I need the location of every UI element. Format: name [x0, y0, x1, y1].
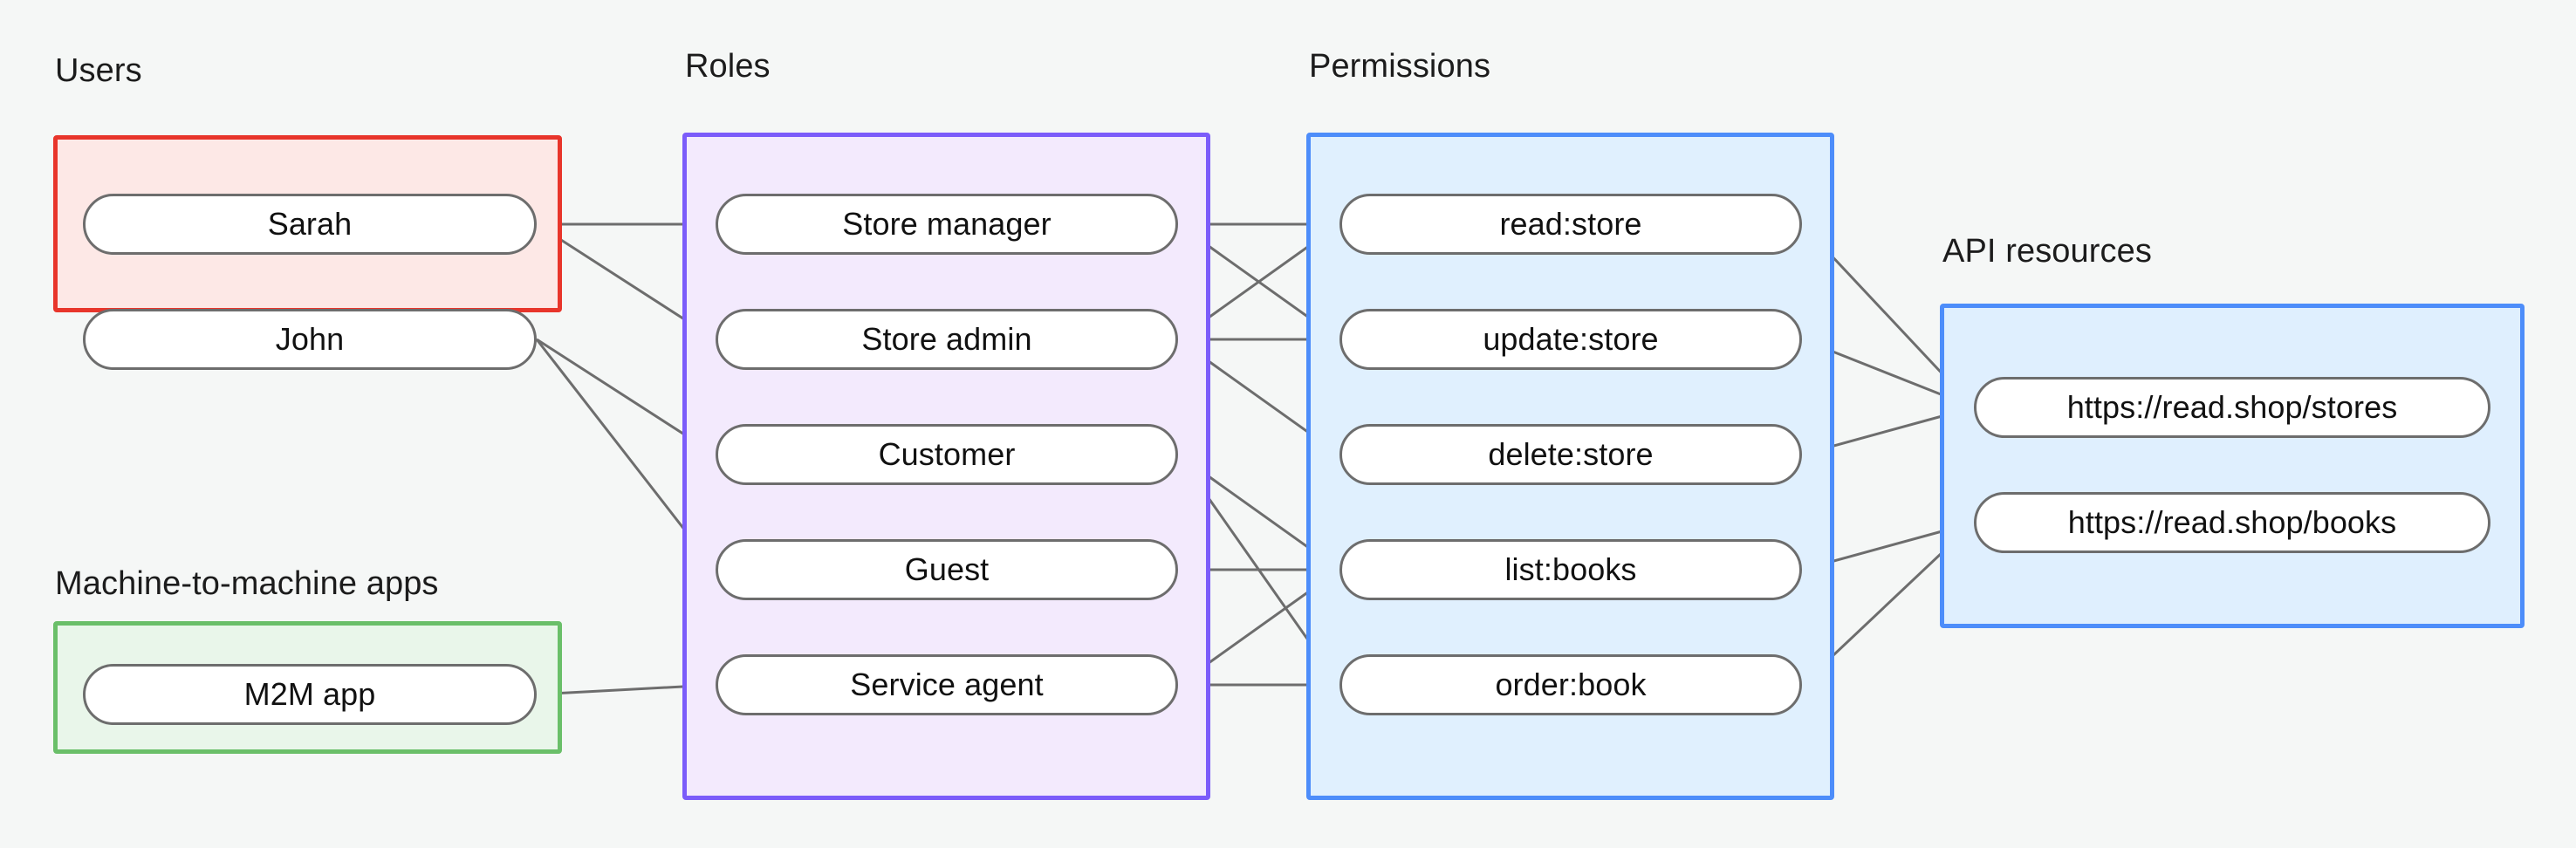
node-label-customer: Customer	[878, 436, 1016, 472]
node-customer[interactable]: Customer	[716, 424, 1178, 485]
group-title-permissions: Permissions	[1309, 48, 1491, 85]
node-label-read_store: read:store	[1499, 206, 1642, 242]
node-res_books[interactable]: https://read.shop/books	[1974, 492, 2490, 553]
node-store_manager[interactable]: Store manager	[716, 194, 1178, 255]
node-guest[interactable]: Guest	[716, 539, 1178, 600]
node-list_books[interactable]: list:books	[1339, 539, 1802, 600]
group-title-roles: Roles	[685, 48, 771, 85]
node-label-res_stores: https://read.shop/stores	[2066, 389, 2398, 425]
node-sarah[interactable]: Sarah	[83, 194, 537, 255]
group-box-api_resources	[1940, 304, 2525, 628]
node-store_admin[interactable]: Store admin	[716, 309, 1178, 370]
node-service_agent[interactable]: Service agent	[716, 654, 1178, 715]
node-label-john: John	[275, 321, 345, 357]
node-label-store_admin: Store admin	[861, 321, 1032, 357]
node-label-order_book: order:book	[1495, 667, 1647, 702]
node-label-res_books: https://read.shop/books	[2067, 504, 2397, 540]
node-label-update_store: update:store	[1483, 321, 1659, 357]
node-label-sarah: Sarah	[267, 206, 353, 242]
node-label-store_manager: Store manager	[842, 206, 1052, 242]
node-delete_store[interactable]: delete:store	[1339, 424, 1802, 485]
group-title-api_resources: API resources	[1942, 233, 2152, 270]
node-label-guest: Guest	[904, 551, 990, 587]
node-m2mapp[interactable]: M2M app	[83, 664, 537, 725]
node-label-delete_store: delete:store	[1488, 436, 1654, 472]
group-title-users: Users	[55, 52, 142, 89]
node-update_store[interactable]: update:store	[1339, 309, 1802, 370]
node-label-m2mapp: M2M app	[243, 676, 376, 712]
node-order_book[interactable]: order:book	[1339, 654, 1802, 715]
node-john[interactable]: John	[83, 309, 537, 370]
node-label-list_books: list:books	[1504, 551, 1637, 587]
node-read_store[interactable]: read:store	[1339, 194, 1802, 255]
node-label-service_agent: Service agent	[850, 667, 1044, 702]
node-res_stores[interactable]: https://read.shop/stores	[1974, 377, 2490, 438]
group-title-m2m: Machine-to-machine apps	[55, 565, 439, 602]
